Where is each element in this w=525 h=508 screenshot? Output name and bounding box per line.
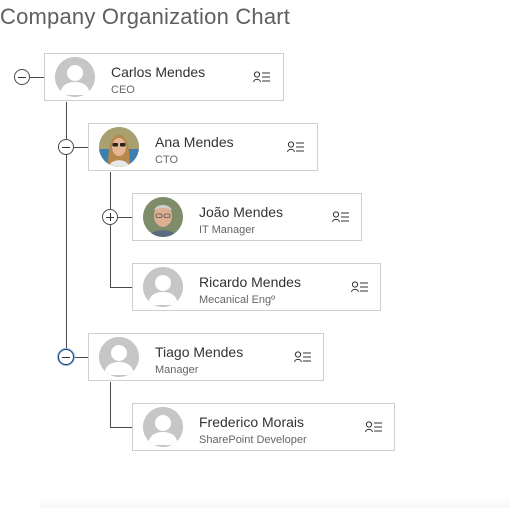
org-card-ana[interactable]: Ana Mendes CTO xyxy=(88,123,318,171)
person-role: SharePoint Developer xyxy=(199,434,307,446)
bottom-fade xyxy=(40,497,510,508)
person-role: Mecanical Engº xyxy=(199,294,276,306)
person-name: Tiago Mendes xyxy=(155,344,244,360)
org-card-carlos[interactable]: Carlos Mendes CEO xyxy=(44,53,284,101)
person-details-icon[interactable] xyxy=(365,420,383,433)
person-name: João Mendes xyxy=(199,204,284,220)
org-card-ricardo[interactable]: Ricardo Mendes Mecanical Engº xyxy=(132,263,381,311)
person-details-icon[interactable] xyxy=(287,140,305,153)
person-role: IT Manager xyxy=(199,224,256,236)
expand-toggle-joao[interactable] xyxy=(102,209,118,225)
org-card-tiago[interactable]: Tiago Mendes Manager xyxy=(88,333,324,381)
placeholder-avatar xyxy=(55,57,95,97)
person-details-icon[interactable] xyxy=(253,70,271,83)
person-name: Ricardo Mendes xyxy=(199,274,301,290)
person-details-icon[interactable] xyxy=(351,280,369,293)
photo-avatar-ana xyxy=(99,127,139,167)
collapse-toggle-ana[interactable] xyxy=(58,139,74,155)
collapse-toggle-carlos[interactable] xyxy=(14,69,30,85)
person-name: Frederico Morais xyxy=(199,414,305,430)
person-role: CEO xyxy=(111,84,135,96)
page-title: Company Organization Chart xyxy=(0,4,291,29)
org-card-joao[interactable]: João Mendes IT Manager xyxy=(132,193,362,241)
person-name: Carlos Mendes xyxy=(111,64,206,80)
collapse-toggle-tiago[interactable] xyxy=(58,349,74,365)
person-role: Manager xyxy=(155,364,199,376)
placeholder-avatar xyxy=(99,337,139,377)
org-card-frederico[interactable]: Frederico Morais SharePoint Developer xyxy=(132,403,395,451)
placeholder-avatar xyxy=(143,407,183,447)
person-role: CTO xyxy=(155,154,179,166)
person-details-icon[interactable] xyxy=(332,210,350,223)
person-details-icon[interactable] xyxy=(294,350,312,363)
person-name: Ana Mendes xyxy=(155,134,234,150)
placeholder-avatar xyxy=(143,267,183,307)
photo-avatar-joao xyxy=(143,197,183,237)
